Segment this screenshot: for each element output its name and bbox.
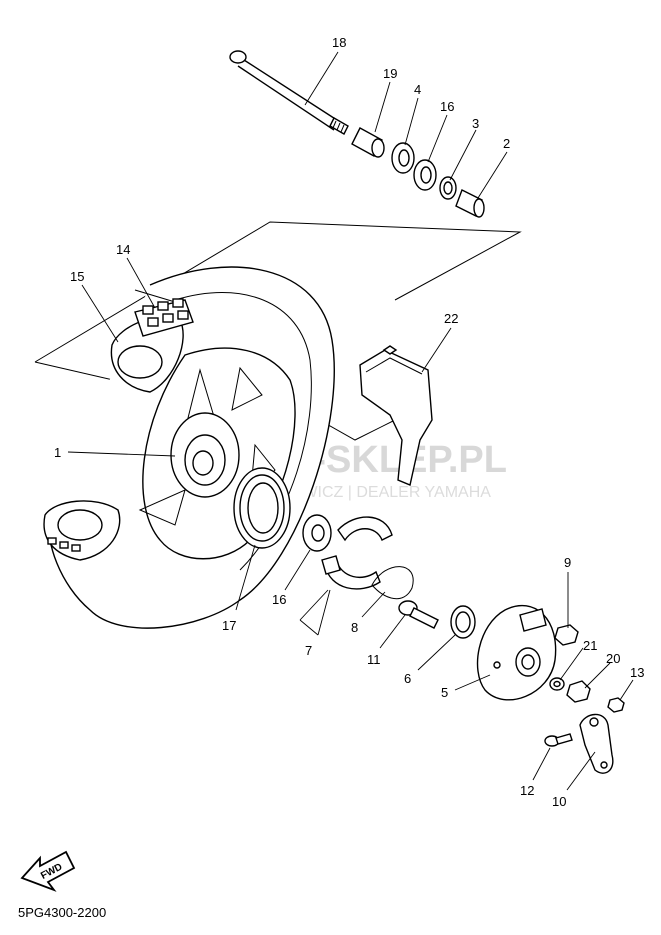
callout-21: 21 [583,638,597,653]
collar-2 [455,189,485,218]
bearing-16-lower [302,514,332,552]
oil-seal-6 [450,605,476,639]
brake-camshaft [398,600,439,629]
axle-collar [351,127,385,158]
brake-shoe [321,516,393,590]
callout-12: 12 [520,783,534,798]
bearing-16-upper [413,159,437,191]
callout-19: 19 [383,66,397,81]
brake-drum-ring [233,467,291,549]
callout-18: 18 [332,35,346,50]
bearing-4 [391,142,415,174]
callout-15: 15 [70,269,84,284]
callout-17: 17 [222,618,236,633]
washer-21 [549,677,565,691]
callout-6: 6 [404,671,411,686]
callout-16-lower: 16 [272,592,286,607]
watermark-subtext: OWICZ | DEALER YAMAHA [290,484,491,501]
callout-9: 9 [564,555,571,570]
forward-arrow-icon: FWD [20,850,76,892]
callout-22: 22 [444,311,458,326]
oil-seal-3 [439,176,457,200]
callout-14: 14 [116,242,130,257]
brake-spring [371,566,414,599]
callout-1: 1 [54,445,61,460]
callout-3: 3 [472,116,479,131]
callout-8: 8 [351,620,358,635]
bolt-12 [544,733,573,747]
diagram-code: 5PG4300-2200 [18,905,106,920]
brake-cam-lever [579,713,614,774]
lock-nut-9 [554,624,579,646]
brake-shoe-plate [476,604,557,701]
callout-20: 20 [606,651,620,666]
axle-shaft [229,50,349,135]
callout-7: 7 [305,643,312,658]
nut-20 [566,680,591,703]
callout-16-upper: 16 [440,99,454,114]
callout-2: 2 [503,136,510,151]
callout-labels: 18 19 4 16 3 2 14 15 1 22 17 16 7 8 11 6… [54,35,644,809]
callout-10: 10 [552,794,566,809]
callout-13: 13 [630,665,644,680]
callout-4: 4 [414,82,421,97]
callout-5: 5 [441,685,448,700]
callout-11: 11 [367,652,381,667]
leader-lines [67,51,634,791]
nut-13 [607,697,625,713]
brake-cover [359,345,433,486]
